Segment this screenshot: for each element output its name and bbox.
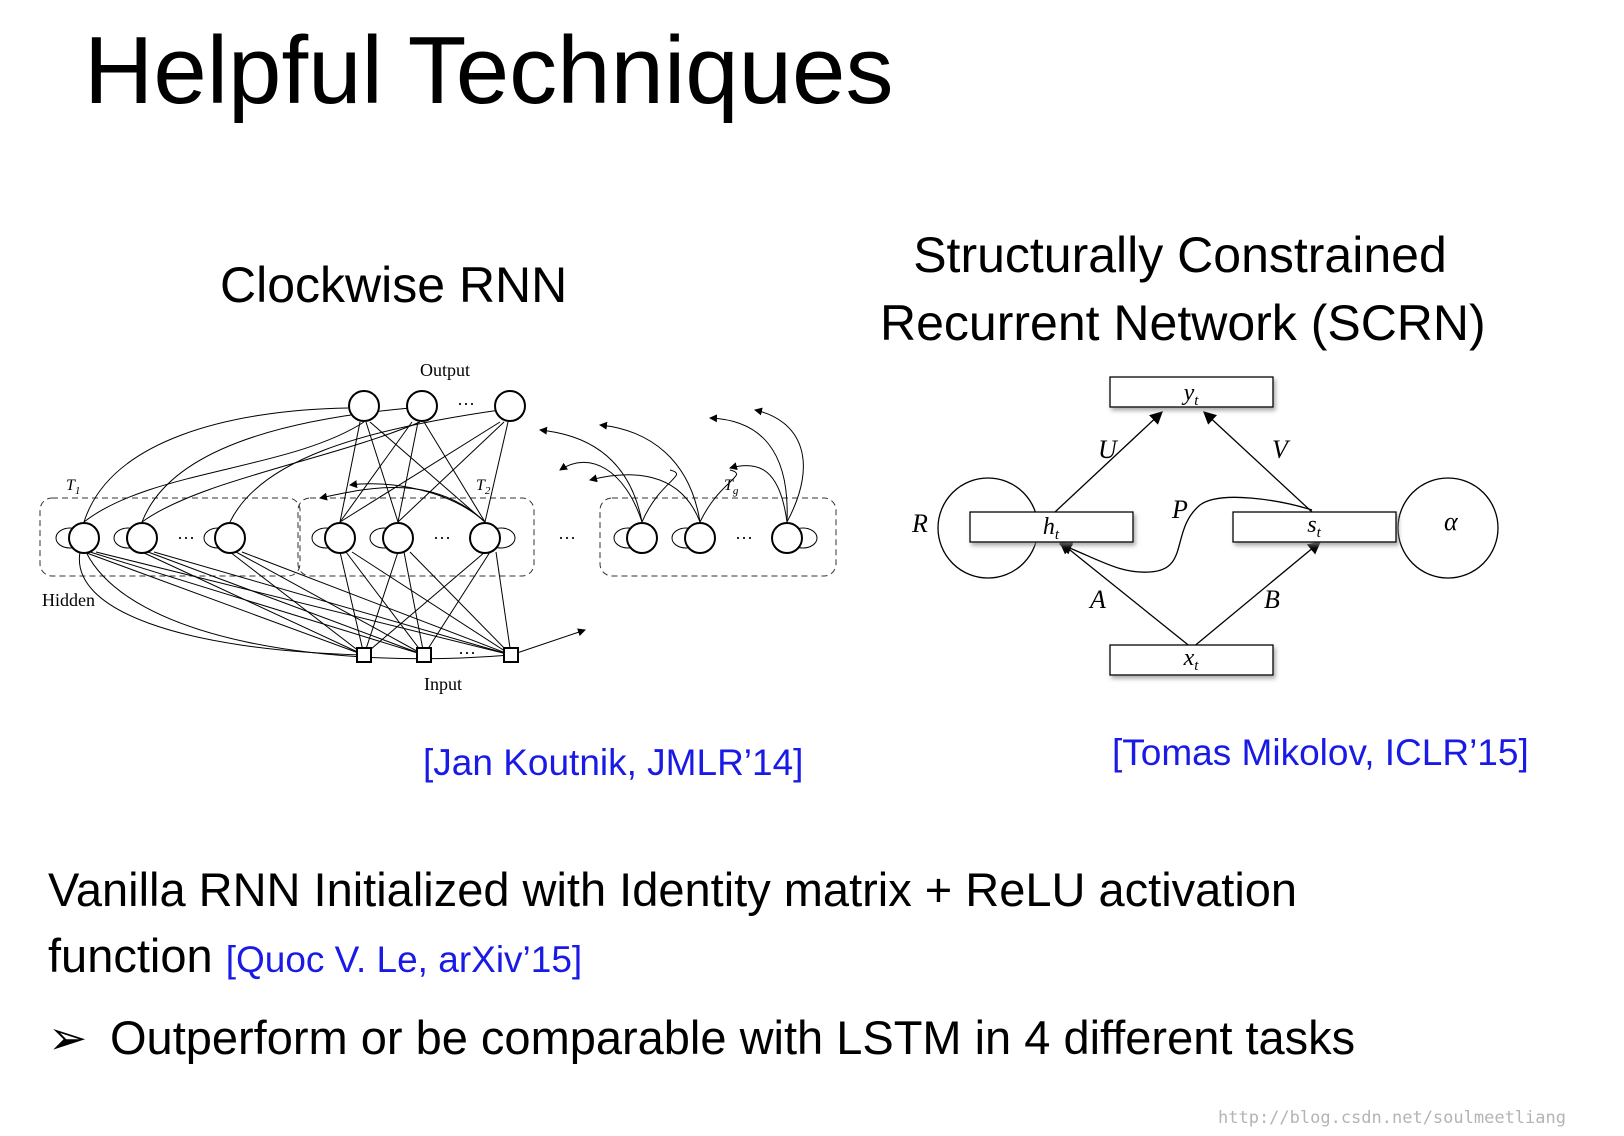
output-nodes (348, 390, 526, 422)
output-ellipsis: ··· (457, 394, 475, 414)
body-line-1: Vanilla RNN Initialized with Identity ma… (48, 863, 1298, 916)
input-ellipsis: ··· (458, 643, 476, 663)
hidden-ellipsis-1: ··· (177, 528, 195, 548)
group-box-t1 (39, 497, 301, 577)
group-box-t2 (297, 497, 535, 577)
scrn-heading-line2: Recurrent Network (SCRN) (880, 294, 1486, 351)
hidden-node (626, 522, 658, 554)
edge-label-u: U (1098, 435, 1119, 464)
bullet-text: Outperform or be comparable with LSTM in… (110, 1011, 1356, 1064)
scrn-boxes (969, 376, 1397, 676)
edge-label-a: A (1088, 585, 1106, 614)
input-nodes (356, 647, 519, 663)
group-ellipsis: ··· (558, 528, 576, 548)
context-box-label: st (1307, 512, 1321, 541)
edge-label-alpha: α (1444, 507, 1459, 536)
connection-lines (78, 407, 804, 660)
hidden-box (969, 511, 1134, 543)
hidden-box-label: ht (1043, 514, 1060, 543)
scrn-diagram: yt ht st xt U V R P A B α (911, 376, 1499, 676)
hidden-node (214, 522, 246, 554)
edge-label-b: B (1264, 585, 1280, 614)
edge-label-r: R (911, 509, 928, 538)
body-line-2-text: function (48, 929, 213, 982)
output-box-label: yt (1182, 380, 1200, 409)
group-label-t2: T2 (476, 477, 491, 497)
hidden-nodes (68, 522, 803, 554)
hidden-node (382, 522, 414, 554)
output-box (1109, 376, 1274, 408)
output-node (406, 390, 438, 422)
group-label-tg: Tg (724, 477, 739, 497)
self-loops (55, 527, 818, 549)
bullet-arrow-icon: ➢ (48, 1011, 88, 1064)
hidden-node (324, 522, 356, 554)
input-box (1109, 644, 1274, 676)
citation-quoc-le: [Quoc V. Le, arXiv’15] (225, 939, 583, 980)
context-box (1232, 511, 1397, 543)
input-label: Input (424, 674, 462, 694)
hidden-node (684, 522, 716, 554)
input-node (356, 647, 372, 663)
hidden-node (126, 522, 158, 554)
hidden-ellipsis-2: ··· (433, 528, 451, 548)
input-node (416, 647, 432, 663)
hidden-node (771, 522, 803, 554)
scrn-heading: Structurally Constrained Recurrent Netwo… (880, 222, 1486, 357)
hidden-node (68, 522, 100, 554)
recurrence-loop-alpha (1397, 477, 1499, 579)
citation-mikolov: [Tomas Mikolov, ICLR’15] (1112, 732, 1529, 773)
clockwise-rnn-diagram: Output Hidden Input T1 T2 Tg (39, 360, 837, 694)
body-line-2: function [Quoc V. Le, arXiv’15] (48, 928, 582, 983)
output-label: Output (420, 360, 470, 380)
hidden-label: Hidden (42, 590, 95, 610)
edge-label-v: V (1272, 435, 1291, 464)
group-box-tg (599, 497, 837, 577)
hidden-ellipsis-3: ··· (735, 528, 753, 548)
output-node (494, 390, 526, 422)
clockwise-rnn-heading: Clockwise RNN (220, 257, 568, 313)
hidden-node (469, 522, 501, 554)
edge-label-p: P (1171, 495, 1188, 524)
input-node (503, 647, 519, 663)
watermark-url: http://blog.csdn.net/soulmeetliang (1218, 1108, 1566, 1128)
scrn-heading-line1: Structurally Constrained (913, 227, 1447, 283)
scrn-edges (1054, 411, 1322, 649)
citation-koutnik: [Jan Koutnik, JMLR’14] (423, 742, 804, 783)
input-box-label: xt (1183, 645, 1200, 674)
output-node (348, 390, 380, 422)
group-label-t1: T1 (66, 477, 80, 497)
bullet-line: ➢ Outperform or be comparable with LSTM i… (48, 1010, 1355, 1066)
slide-title: Helpful Techniques (84, 17, 894, 124)
